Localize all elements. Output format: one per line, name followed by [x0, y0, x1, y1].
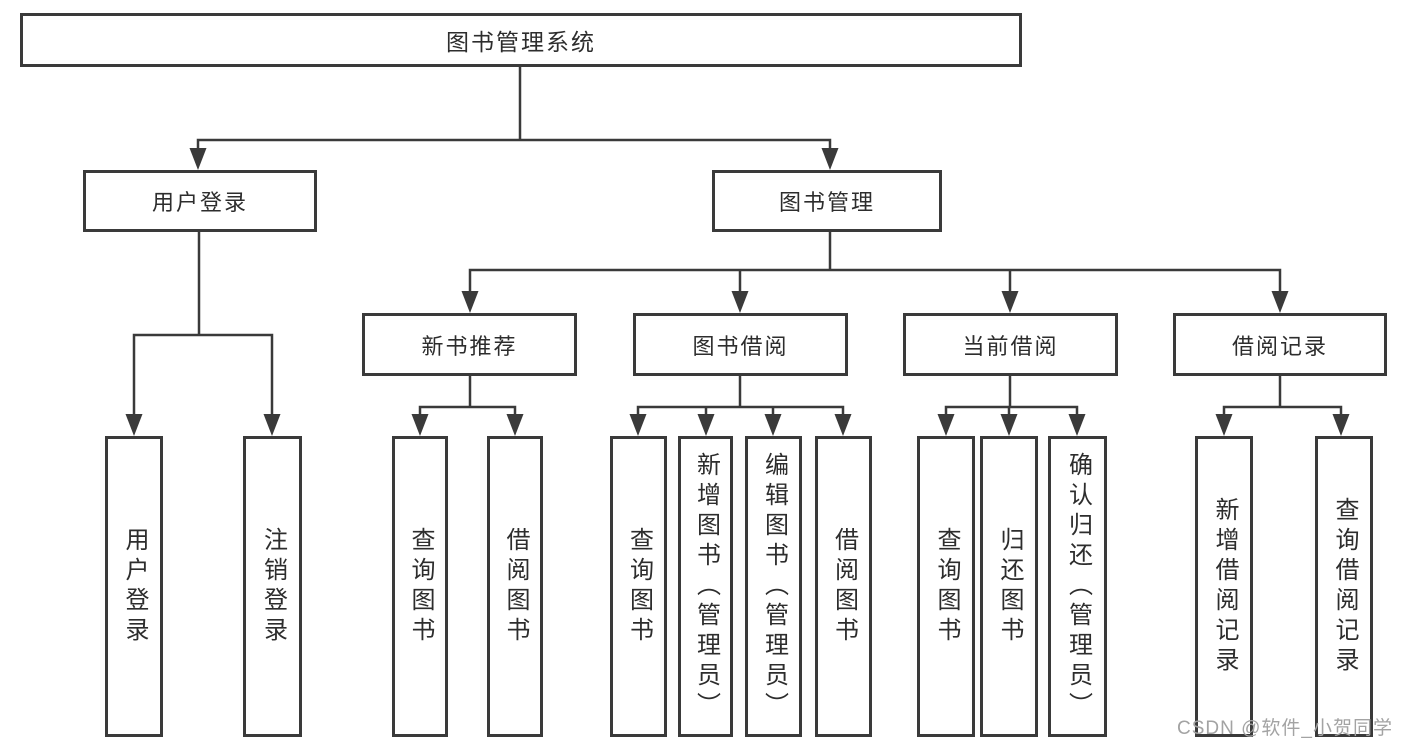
arrowhead-icon	[411, 414, 429, 436]
node-label: 借阅图书	[502, 526, 529, 647]
arrowhead-icon	[1215, 414, 1233, 436]
arrowhead-icon	[263, 414, 281, 436]
arrowhead-icon	[189, 148, 207, 170]
arrowhead-icon	[1000, 414, 1018, 436]
node-label: 新增借阅记录	[1211, 496, 1238, 677]
edge-newbook-to-leaves	[418, 374, 517, 420]
leaf-query-borrow-record: 查询借阅记录	[1315, 436, 1373, 737]
node-label: 确认归还（管理员）	[1064, 451, 1092, 722]
node-label: 用户登录	[121, 526, 148, 647]
arrowhead-icon	[1001, 291, 1019, 313]
arrowhead-icon	[821, 148, 839, 170]
edge-bookmgmt-to-level3	[468, 230, 1282, 295]
arrowhead-icon	[834, 414, 852, 436]
node-label: 用户登录	[151, 190, 248, 215]
edge-userlogin-to-leaves	[132, 230, 274, 420]
leaf-add-book-admin: 新增图书（管理员）	[678, 436, 733, 737]
arrowhead-icon	[937, 414, 955, 436]
node-label: 新增图书（管理员）	[692, 451, 720, 722]
arrowhead-icon	[125, 414, 143, 436]
node-label: 新书推荐	[421, 333, 518, 359]
node-user-login: 用户登录	[83, 170, 317, 232]
edge-currentborrow-to-leaves	[944, 374, 1079, 420]
node-label: 归还图书	[996, 526, 1023, 647]
node-label: 图书借阅	[692, 333, 789, 359]
node-label: 查询借阅记录	[1331, 496, 1358, 677]
leaf-query-books-current: 查询图书	[917, 436, 975, 737]
arrowhead-icon	[731, 291, 749, 313]
node-label: 当前借阅	[962, 333, 1059, 359]
node-library-management-system: 图书管理系统	[20, 13, 1022, 67]
leaf-logout: 注销登录	[243, 436, 302, 737]
node-borrowing-records: 借阅记录	[1173, 313, 1387, 376]
arrowhead-icon	[1271, 291, 1289, 313]
node-label: 借阅记录	[1231, 333, 1328, 359]
arrowhead-icon	[629, 414, 647, 436]
arrowhead-icon	[1068, 414, 1086, 436]
node-label: 查询图书	[933, 526, 960, 647]
leaf-query-books-borrow: 查询图书	[610, 436, 667, 737]
arrowhead-icon	[1332, 414, 1350, 436]
edge-bookborrow-to-leaves	[636, 374, 845, 420]
arrowhead-icon	[506, 414, 524, 436]
node-label: 查询图书	[625, 526, 653, 647]
edge-borrowrecord-to-leaves	[1222, 374, 1343, 420]
arrowhead-icon	[461, 291, 479, 313]
node-label: 借阅图书	[830, 526, 858, 647]
arrowhead-icon	[764, 414, 782, 436]
node-label: 查询图书	[407, 526, 434, 647]
leaf-borrow-books-recommend: 借阅图书	[487, 436, 543, 737]
node-label: 编辑图书（管理员）	[760, 451, 788, 722]
leaf-add-borrow-record: 新增借阅记录	[1195, 436, 1253, 737]
arrowhead-icon	[697, 414, 715, 436]
csdn-watermark: CSDN @软件_小贺同学	[1177, 718, 1393, 739]
leaf-confirm-return-admin: 确认归还（管理员）	[1048, 436, 1107, 737]
leaf-borrow-books: 借阅图书	[815, 436, 872, 737]
node-book-management: 图书管理	[712, 170, 942, 232]
leaf-edit-book-admin: 编辑图书（管理员）	[745, 436, 802, 737]
leaf-return-book: 归还图书	[980, 436, 1038, 737]
node-book-borrowing: 图书借阅	[633, 313, 848, 376]
leaf-query-books-recommend: 查询图书	[392, 436, 448, 737]
edge-root-to-level2	[196, 65, 832, 152]
node-label: 注销登录	[259, 526, 287, 647]
node-label: 图书管理	[778, 190, 875, 215]
node-current-borrowing: 当前借阅	[903, 313, 1118, 376]
leaf-user-login: 用户登录	[105, 436, 163, 737]
node-new-book-recommendation: 新书推荐	[362, 313, 577, 376]
node-label: 图书管理系统	[446, 29, 596, 55]
